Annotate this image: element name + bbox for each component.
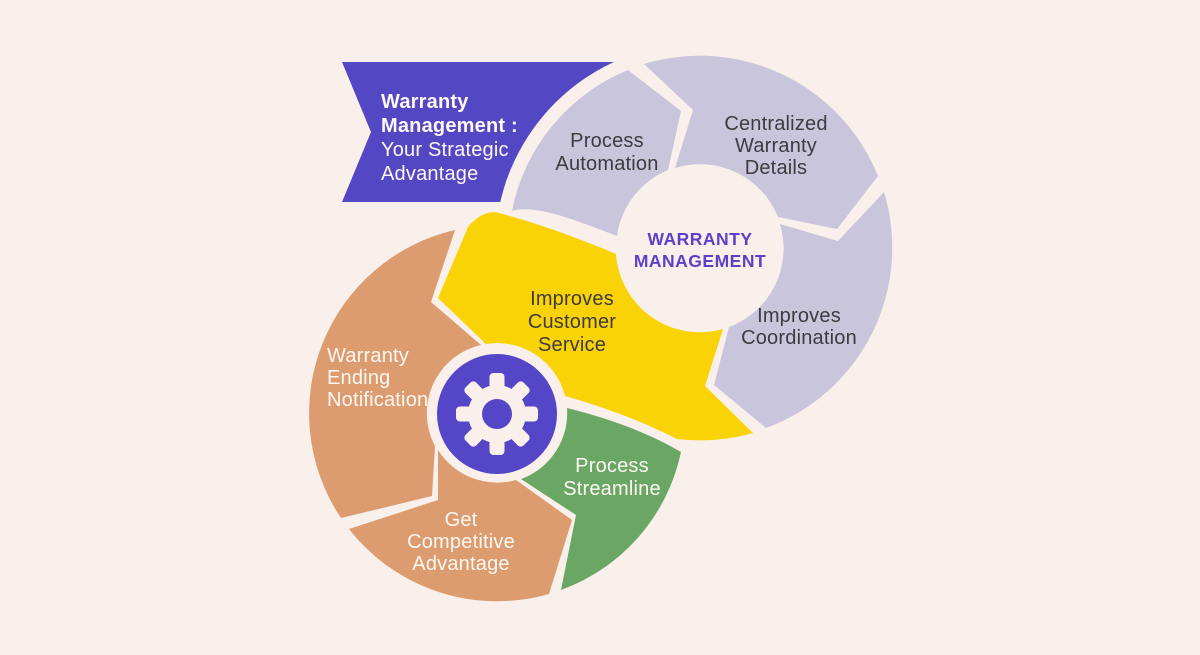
hub-group <box>437 354 557 474</box>
label-line: Centralized <box>724 113 827 135</box>
label-line: Get <box>445 509 478 531</box>
segment-centralized-warranty-details <box>644 55 878 229</box>
label-line: Customer <box>528 311 616 333</box>
label-line: Advantage <box>412 553 509 575</box>
label-line: Ending <box>327 367 390 389</box>
segment-improves-customer-service <box>438 212 753 441</box>
label-line: Details <box>745 157 808 179</box>
label-line: Process <box>575 455 649 477</box>
segment-warranty-ending-notification <box>309 230 481 518</box>
get-competitive-advantage-label: Get Competitive Advantage <box>407 509 515 575</box>
warranty-ending-notification-label: Warranty Ending Notification <box>327 345 428 411</box>
center-title-line: WARRANTY <box>647 229 752 249</box>
label-line: Competitive <box>407 531 515 553</box>
center-title-line: MANAGEMENT <box>634 251 766 271</box>
process-automation-label: Process Automation <box>555 130 658 175</box>
gear-icon <box>456 373 538 455</box>
label-line: Process <box>570 130 644 152</box>
label-line: Improves <box>757 305 841 327</box>
centralized-warranty-details-label: Centralized Warranty Details <box>724 113 827 179</box>
ribbon-line-3: Your Strategic <box>381 139 509 161</box>
label-line: Automation <box>555 153 658 175</box>
ribbon-line-2: Management : <box>381 115 518 137</box>
label-line: Warranty <box>735 135 817 157</box>
segment-process-automation <box>512 70 681 236</box>
label-line: Streamline <box>563 478 661 500</box>
segment-get-competitive-advantage <box>349 450 572 602</box>
label-line: Warranty <box>327 345 409 367</box>
improves-customer-service-label: Improves Customer Service <box>528 288 616 356</box>
label-line: Improves <box>530 288 614 310</box>
segment-process-streamline <box>521 408 681 590</box>
segment-improves-coordination <box>714 192 893 428</box>
ribbon-line-1: Warranty <box>381 91 469 113</box>
process-streamline-label: Process Streamline <box>563 455 661 500</box>
title-ribbon-text: Warranty Management : Your Strategic Adv… <box>381 91 518 185</box>
improves-coordination-label: Improves Coordination <box>741 305 857 349</box>
label-line: Notification <box>327 389 428 411</box>
top-circle-center <box>626 174 774 322</box>
label-line: Coordination <box>741 327 857 349</box>
gear-center-hole <box>482 399 512 429</box>
ribbon-line-4: Advantage <box>381 163 478 185</box>
warranty-management-center-label: WARRANTY MANAGEMENT <box>634 229 766 271</box>
label-line: Service <box>538 334 606 356</box>
